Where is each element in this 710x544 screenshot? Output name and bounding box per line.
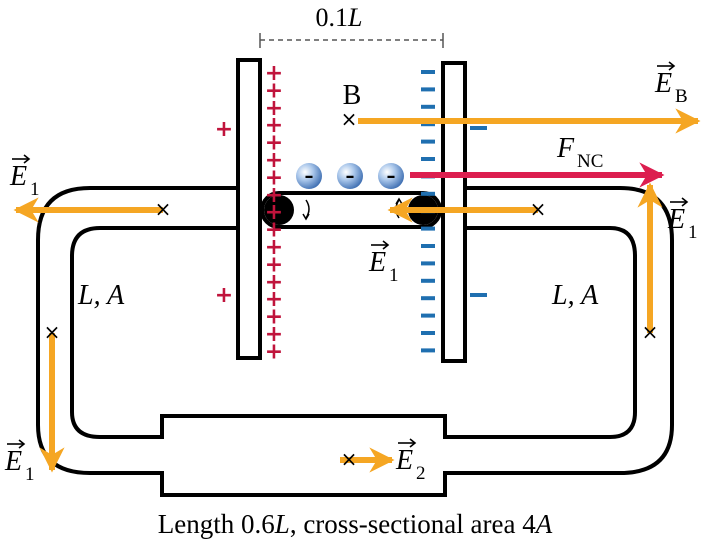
minus-charge <box>421 122 435 127</box>
minus-charge <box>421 313 435 318</box>
electron-2: – <box>337 163 363 189</box>
svg-text:–: – <box>305 166 314 187</box>
electron-3: – <box>378 163 404 189</box>
plus-charge: + <box>265 235 283 260</box>
cross-top-left: × <box>155 197 172 221</box>
plus-charge: + <box>265 200 283 225</box>
outer-minus-top <box>470 126 487 130</box>
minus-charge <box>421 331 435 335</box>
svg-text:2: 2 <box>416 463 426 484</box>
minus-charge <box>421 261 435 266</box>
gap-label: 0.1L <box>316 3 363 32</box>
svg-text:E: E <box>368 247 386 278</box>
e2-label: E 2 <box>395 438 426 484</box>
left-curl-arrowhead <box>302 213 310 221</box>
svg-text:E: E <box>395 445 413 476</box>
positive-charges: +++++++++++++++++ <box>265 61 283 364</box>
svg-text:E: E <box>667 204 685 235</box>
minus-charge <box>421 104 435 109</box>
svg-text:F: F <box>556 133 575 164</box>
plus-charge: + <box>265 165 283 190</box>
svg-text:E: E <box>4 446 22 477</box>
plus-charge: + <box>265 218 283 243</box>
left-wire-label: L, A <box>77 280 125 311</box>
outer-minus-bottom <box>470 293 487 297</box>
wire-inner-outline <box>70 226 637 439</box>
minus-charge <box>421 278 435 283</box>
plus-charge: + <box>265 148 283 173</box>
plus-charge: + <box>265 322 283 347</box>
wire-outer-outline <box>36 186 674 497</box>
minus-charge <box>421 139 435 144</box>
svg-text:B: B <box>675 86 688 107</box>
point-b-label: B <box>343 80 362 111</box>
cross-gap-right: × <box>530 197 547 221</box>
right-wire-label: L, A <box>551 280 599 311</box>
minus-charge <box>421 296 435 301</box>
outer-plus-bottom: + <box>215 283 233 308</box>
svg-text:1: 1 <box>30 179 40 200</box>
e1-gap-label: E 1 <box>368 240 399 286</box>
minus-charge <box>421 157 435 161</box>
svg-text:1: 1 <box>389 265 399 286</box>
plus-charge: + <box>265 270 283 295</box>
svg-text:1: 1 <box>25 464 35 485</box>
bottom-caption: Length 0.6L, cross-sectional area 4A <box>158 509 553 539</box>
left-wire-end-dot <box>264 195 294 225</box>
plus-charge: + <box>265 78 283 103</box>
e1-top-left-label: E 1 <box>9 154 40 200</box>
plus-charge: + <box>265 183 283 208</box>
svg-text:–: – <box>346 166 355 187</box>
svg-text:E: E <box>654 68 672 99</box>
minus-charge <box>421 226 435 231</box>
minus-charge <box>421 87 435 92</box>
plus-charge: + <box>265 287 283 312</box>
e1-right-label: E 1 <box>667 197 698 243</box>
svg-text:1: 1 <box>688 222 698 243</box>
plus-charge: + <box>265 252 283 277</box>
plus-charge: + <box>265 131 283 156</box>
e-b-label: E B <box>654 61 688 107</box>
left-capacitor-plate <box>236 58 262 360</box>
e1-left-label: E 1 <box>4 439 35 485</box>
outer-plus-top: + <box>215 117 233 142</box>
minus-charge <box>421 348 435 353</box>
plus-charge: + <box>265 96 283 121</box>
cross-right: × <box>642 320 659 344</box>
cross-left: × <box>44 320 61 344</box>
minus-charge <box>421 70 435 74</box>
svg-text:NC: NC <box>577 151 603 172</box>
svg-text:–: – <box>387 166 396 187</box>
plus-charge: + <box>265 305 283 330</box>
electron-1: – <box>296 163 322 189</box>
svg-text:E: E <box>9 161 27 192</box>
minus-charge <box>421 244 435 248</box>
cross-b: × <box>341 107 358 131</box>
minus-charge <box>421 191 435 196</box>
plus-charge: + <box>265 339 283 364</box>
cross-bottom: × <box>341 447 358 471</box>
plus-charge: + <box>265 61 283 86</box>
plus-charge: + <box>265 113 283 138</box>
f-nc-label: F NC <box>556 133 603 172</box>
